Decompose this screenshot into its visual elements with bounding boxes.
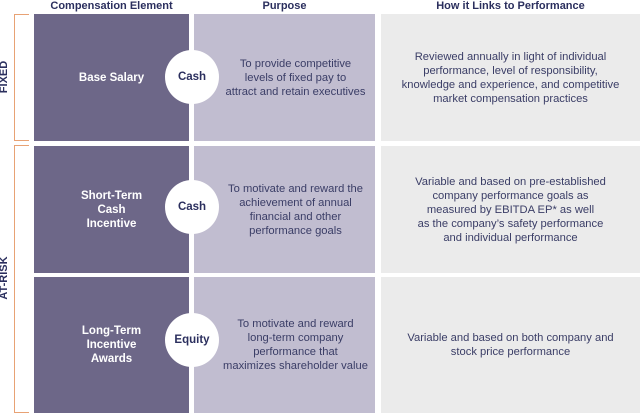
performance-link-text: Reviewed annually in light of individual… [401,50,620,105]
pay-type-label: Cash [177,71,207,83]
purpose-text: To provide competitive levels of fixed p… [225,57,366,98]
performance-link-cell: Variable and based on pre-established co… [381,146,640,273]
purpose-cell: To motivate and reward long-term company… [194,277,375,413]
purpose-text: To motivate and reward long-term company… [223,318,368,372]
group-label-fixed: FIXED [0,60,10,94]
fixed-bracket [14,14,29,141]
header-purpose: Purpose [262,0,307,12]
performance-link-text: Variable and based on pre-established co… [415,175,606,244]
element-label: Base Salary [78,71,145,84]
group-label-at-risk: AT-RISK [0,256,10,300]
performance-link-cell: Reviewed annually in light of individual… [381,14,640,141]
bracket-tab-top [15,145,29,146]
element-cell: Short-Term Cash Incentive [34,146,189,273]
pay-type-label: Cash [177,201,207,213]
performance-link-cell: Variable and based on both company and s… [381,277,640,413]
at-risk-bracket [14,145,29,413]
purpose-cell: To provide competitive levels of fixed p… [194,14,375,141]
element-cell: Long-Term Incentive Awards [34,277,189,413]
pay-type-badge: Equity [165,313,219,367]
bracket-tab-bottom [15,412,29,413]
purpose-text: To motivate and reward the achievement o… [228,182,363,237]
header-compensation-element: Compensation Element [50,0,173,12]
pay-type-badge: Cash [165,50,219,104]
element-cell: Base Salary [34,14,189,141]
element-label: Short-Term Cash Incentive [80,189,143,230]
bracket-tab-bottom [15,140,29,141]
purpose-cell: To motivate and reward the achievement o… [194,146,375,273]
performance-link-text: Variable and based on both company and s… [407,332,614,358]
bracket-tab-top [15,14,29,15]
pay-type-badge: Cash [165,180,219,234]
element-label: Long-Term Incentive Awards [81,325,142,365]
pay-type-label: Equity [174,334,210,346]
header-performance-link: How it Links to Performance [436,0,585,12]
